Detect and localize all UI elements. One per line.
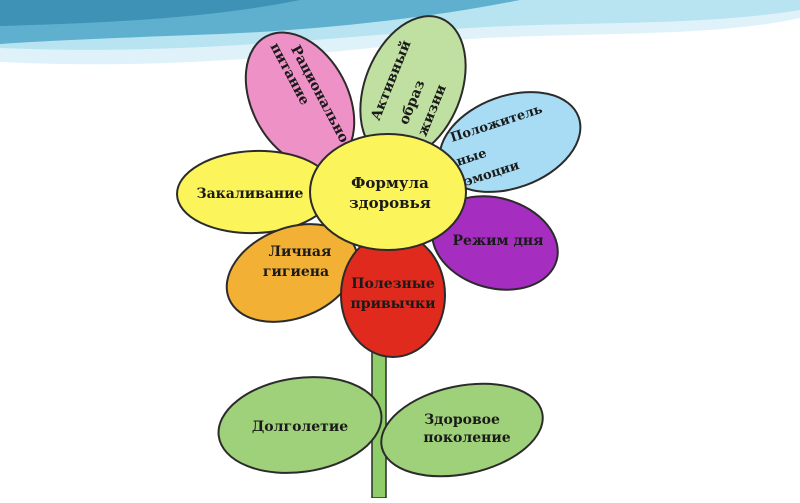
petal-label-hygiene: гигиена (263, 264, 329, 280)
petal-positive-emotions: Положитель ные эмоции (438, 91, 582, 193)
petal-rational-nutrition: Рациональное питание (244, 31, 356, 169)
petal-personal-hygiene: Личная гигиена (225, 223, 359, 323)
leaf-label-healthy: Здоровое (424, 412, 500, 428)
petal-label-personal: Личная (269, 244, 332, 260)
center-label-formula: Формула (351, 174, 429, 192)
petal-label-regime: Режим дня (453, 233, 544, 249)
petal-label-useful: Полезные (351, 276, 435, 292)
leaf-label-longevity: Долголетие (252, 419, 348, 435)
flower-center: Формула здоровья (309, 133, 467, 251)
petal-daily-regime: Режим дня (431, 195, 559, 291)
petal-label-habits: привычки (351, 296, 436, 312)
leaf-label-generation: поколение (423, 430, 510, 446)
leaf-healthy-generation: Здоровое поколение (380, 382, 544, 478)
center-label-health: здоровья (349, 194, 431, 212)
petal-label-hardening: Закаливание (197, 186, 304, 202)
header-wave-decoration (0, 0, 800, 65)
petal-useful-habits: Полезные привычки (340, 232, 446, 358)
leaf-longevity: Долголетие (217, 376, 383, 474)
petal-hardening: Закаливание (176, 149, 334, 235)
